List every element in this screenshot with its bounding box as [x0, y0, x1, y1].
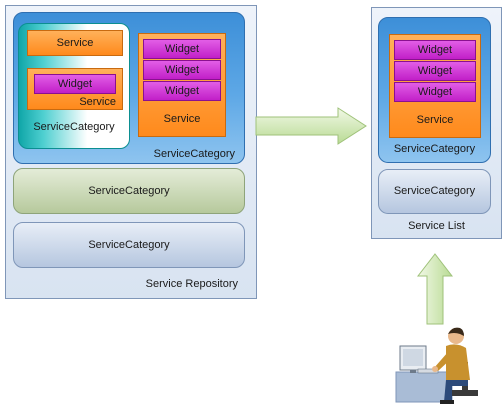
right-arrow-icon: [255, 107, 367, 145]
service-block[interactable]: Widget Widget Widget Service: [138, 33, 226, 137]
service-block[interactable]: Widget Widget Widget Service: [389, 34, 481, 138]
service-list-label: Service List: [408, 220, 465, 232]
service-repository-label: Service Repository: [145, 278, 238, 290]
service-block[interactable]: Service: [27, 30, 123, 56]
service-category-label: ServiceCategory: [33, 121, 115, 133]
service-repository-panel: Service Widget Service ServiceCategory W…: [5, 5, 257, 299]
service-label: Service: [79, 96, 116, 108]
service-category-label: ServiceCategory: [88, 239, 170, 251]
service-category-gray[interactable]: ServiceCategory: [13, 222, 245, 268]
service-category-label: ServiceCategory: [153, 148, 235, 160]
service-label: Service: [163, 113, 201, 125]
user-at-computer-icon: [395, 327, 478, 404]
service-category-green[interactable]: ServiceCategory: [13, 168, 245, 214]
service-category-label: ServiceCategory: [393, 185, 476, 197]
service-category-blue[interactable]: Service Widget Service ServiceCategory W…: [13, 12, 245, 164]
service-category-gray[interactable]: ServiceCategory: [378, 169, 491, 214]
up-arrow-icon: [416, 253, 454, 325]
service-block[interactable]: Widget Service: [27, 68, 123, 110]
service-label: Service: [56, 37, 94, 49]
widget-block[interactable]: Widget: [143, 81, 221, 101]
service-category-label: ServiceCategory: [88, 185, 170, 197]
service-category-blue[interactable]: Widget Widget Widget Service ServiceCate…: [378, 17, 491, 163]
widget-block[interactable]: Widget: [143, 60, 221, 80]
service-list-panel: Widget Widget Widget Service ServiceCate…: [371, 7, 502, 239]
widget-block[interactable]: Widget: [394, 40, 476, 60]
widget-block[interactable]: Widget: [34, 74, 116, 94]
service-category-label: ServiceCategory: [393, 143, 476, 155]
widget-block[interactable]: Widget: [394, 61, 476, 81]
widget-block[interactable]: Widget: [143, 39, 221, 59]
service-label: Service: [416, 114, 454, 126]
service-category-teal[interactable]: Service Widget Service ServiceCategory: [18, 23, 130, 149]
widget-block[interactable]: Widget: [394, 82, 476, 102]
